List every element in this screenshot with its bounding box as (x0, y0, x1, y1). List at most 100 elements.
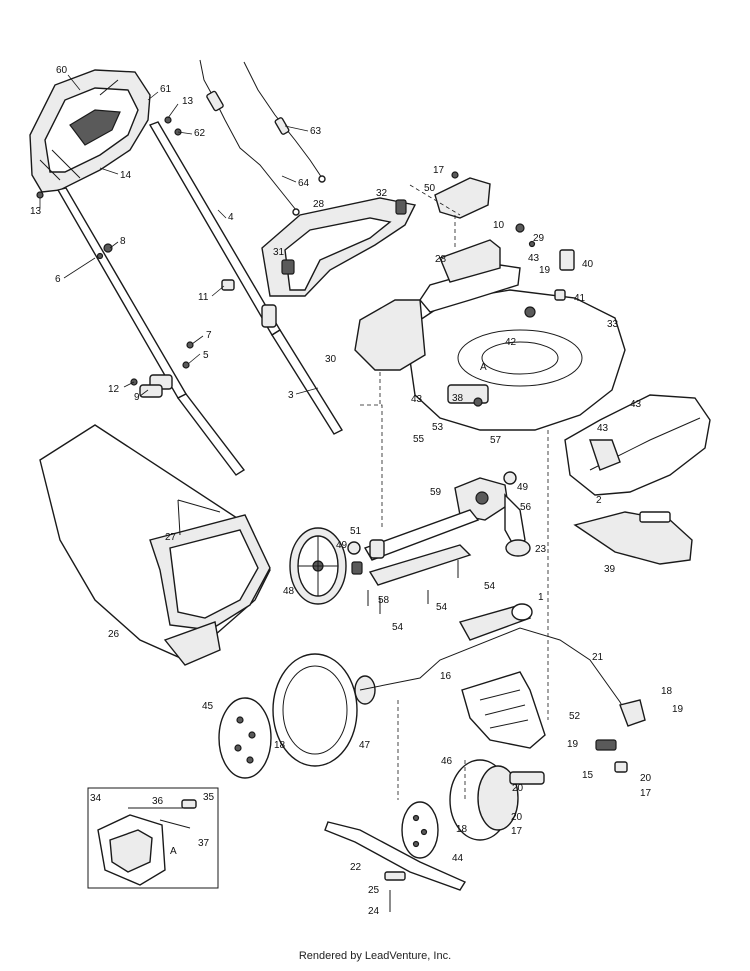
callout-18: 18 (274, 740, 286, 751)
callout-50: 50 (424, 183, 436, 194)
handle-knob-right (221, 279, 277, 328)
handle-control-box (29, 69, 151, 193)
callout-20: 20 (640, 773, 652, 784)
callout-54: 54 (484, 581, 496, 592)
callout-23: 23 (535, 544, 547, 555)
engine-shroud (261, 197, 417, 297)
side-discharge-chute (573, 511, 693, 565)
callout-30: 30 (325, 354, 337, 365)
callout-33: 33 (607, 319, 619, 330)
callout-20: 20 (511, 812, 523, 823)
callout-7: 7 (206, 330, 212, 341)
callout-29: 29 (533, 233, 545, 244)
transmission (454, 477, 531, 557)
callout-48: 48 (283, 586, 295, 597)
callout-35: 35 (203, 792, 215, 803)
leader-lines (39, 74, 319, 397)
callout-43: 43 (597, 423, 609, 434)
drive-cable (199, 59, 300, 216)
callout-52: 52 (569, 711, 581, 722)
front-wheel (449, 759, 545, 841)
callout-40: 40 (582, 259, 594, 270)
callout-3: 3 (288, 390, 294, 401)
callout-17: 17 (511, 826, 523, 837)
handle-left-tube (56, 187, 246, 476)
drive-bolts (367, 560, 459, 614)
front-hubcap (401, 801, 439, 859)
callout-21: 21 (592, 652, 604, 663)
assembly-guides (360, 184, 549, 800)
callout-41: 41 (574, 293, 586, 304)
drive-gear-small (347, 471, 517, 555)
callout-39: 39 (604, 564, 616, 575)
callout-36: 36 (152, 796, 164, 807)
callout-28: 28 (313, 199, 325, 210)
callout-27: 27 (165, 532, 177, 543)
callout-18: 18 (456, 824, 468, 835)
callout-49: 49 (517, 482, 529, 493)
render-credit: Rendered by LeadVenture, Inc. (298, 950, 452, 962)
callout-59: 59 (430, 487, 442, 498)
callout-26: 26 (108, 629, 120, 640)
rear-wheel-right (272, 653, 376, 767)
callout-24: 24 (368, 906, 380, 917)
callout-64: 64 (298, 178, 310, 189)
deck-rear-frame (354, 239, 521, 371)
height-adjust-lever (458, 603, 533, 641)
callout-4: 4 (228, 212, 234, 223)
callout-2: 2 (596, 495, 602, 506)
callout-9: 9 (134, 392, 140, 403)
deck-spring-parts (515, 223, 575, 301)
callout-61: 61 (160, 84, 172, 95)
callout-63: 63 (310, 126, 322, 137)
callout-37: 37 (198, 838, 210, 849)
callout-17: 17 (433, 165, 445, 176)
callout-1: 1 (538, 592, 544, 603)
brake-cable (243, 61, 326, 183)
callout-43: 43 (630, 399, 642, 410)
callout-54: 54 (392, 622, 404, 633)
callout-6: 6 (55, 274, 61, 285)
callout-51: 51 (350, 526, 362, 537)
callout-20: 20 (512, 783, 524, 794)
fuel-cap-cover (434, 171, 491, 219)
callout-43: 43 (528, 253, 540, 264)
handle-knob-left (139, 374, 173, 398)
callout-54: 54 (436, 602, 448, 613)
rear-wheel-left (289, 527, 347, 605)
callout-58: 58 (378, 595, 390, 606)
mower-deck (409, 289, 626, 431)
callout-47: 47 (359, 740, 371, 751)
callout-62: 62 (194, 128, 206, 139)
inset-box (87, 787, 219, 889)
callout-16: 16 (440, 671, 452, 682)
rear-baffle (461, 671, 546, 749)
callout-31: 31 (273, 247, 285, 258)
grass-bag (39, 424, 271, 666)
callout-A: A (480, 362, 487, 373)
drive-axle-bracket (351, 509, 480, 586)
handle-hardware (36, 116, 194, 386)
callout-13: 13 (182, 96, 194, 107)
blade (324, 821, 467, 912)
callout-19: 19 (672, 704, 684, 715)
callout-49: 49 (336, 540, 348, 551)
callout-46: 46 (441, 756, 453, 767)
callout-38: 38 (452, 393, 464, 404)
callout-57: 57 (490, 435, 502, 446)
callout-53: 53 (432, 422, 444, 433)
callout-25: 25 (368, 885, 380, 896)
callout-44: 44 (452, 853, 464, 864)
callout-56: 56 (520, 502, 532, 513)
callout-15: 15 (582, 770, 594, 781)
callout-18: 18 (661, 686, 673, 697)
callout-60: 60 (56, 65, 68, 76)
callout-14: 14 (120, 170, 132, 181)
callout-22: 22 (350, 862, 362, 873)
callout-19: 19 (567, 739, 579, 750)
callout-5: 5 (203, 350, 209, 361)
callout-19: 19 (539, 265, 551, 276)
rear-axle-rod (359, 627, 631, 721)
callout-32: 32 (376, 188, 388, 199)
